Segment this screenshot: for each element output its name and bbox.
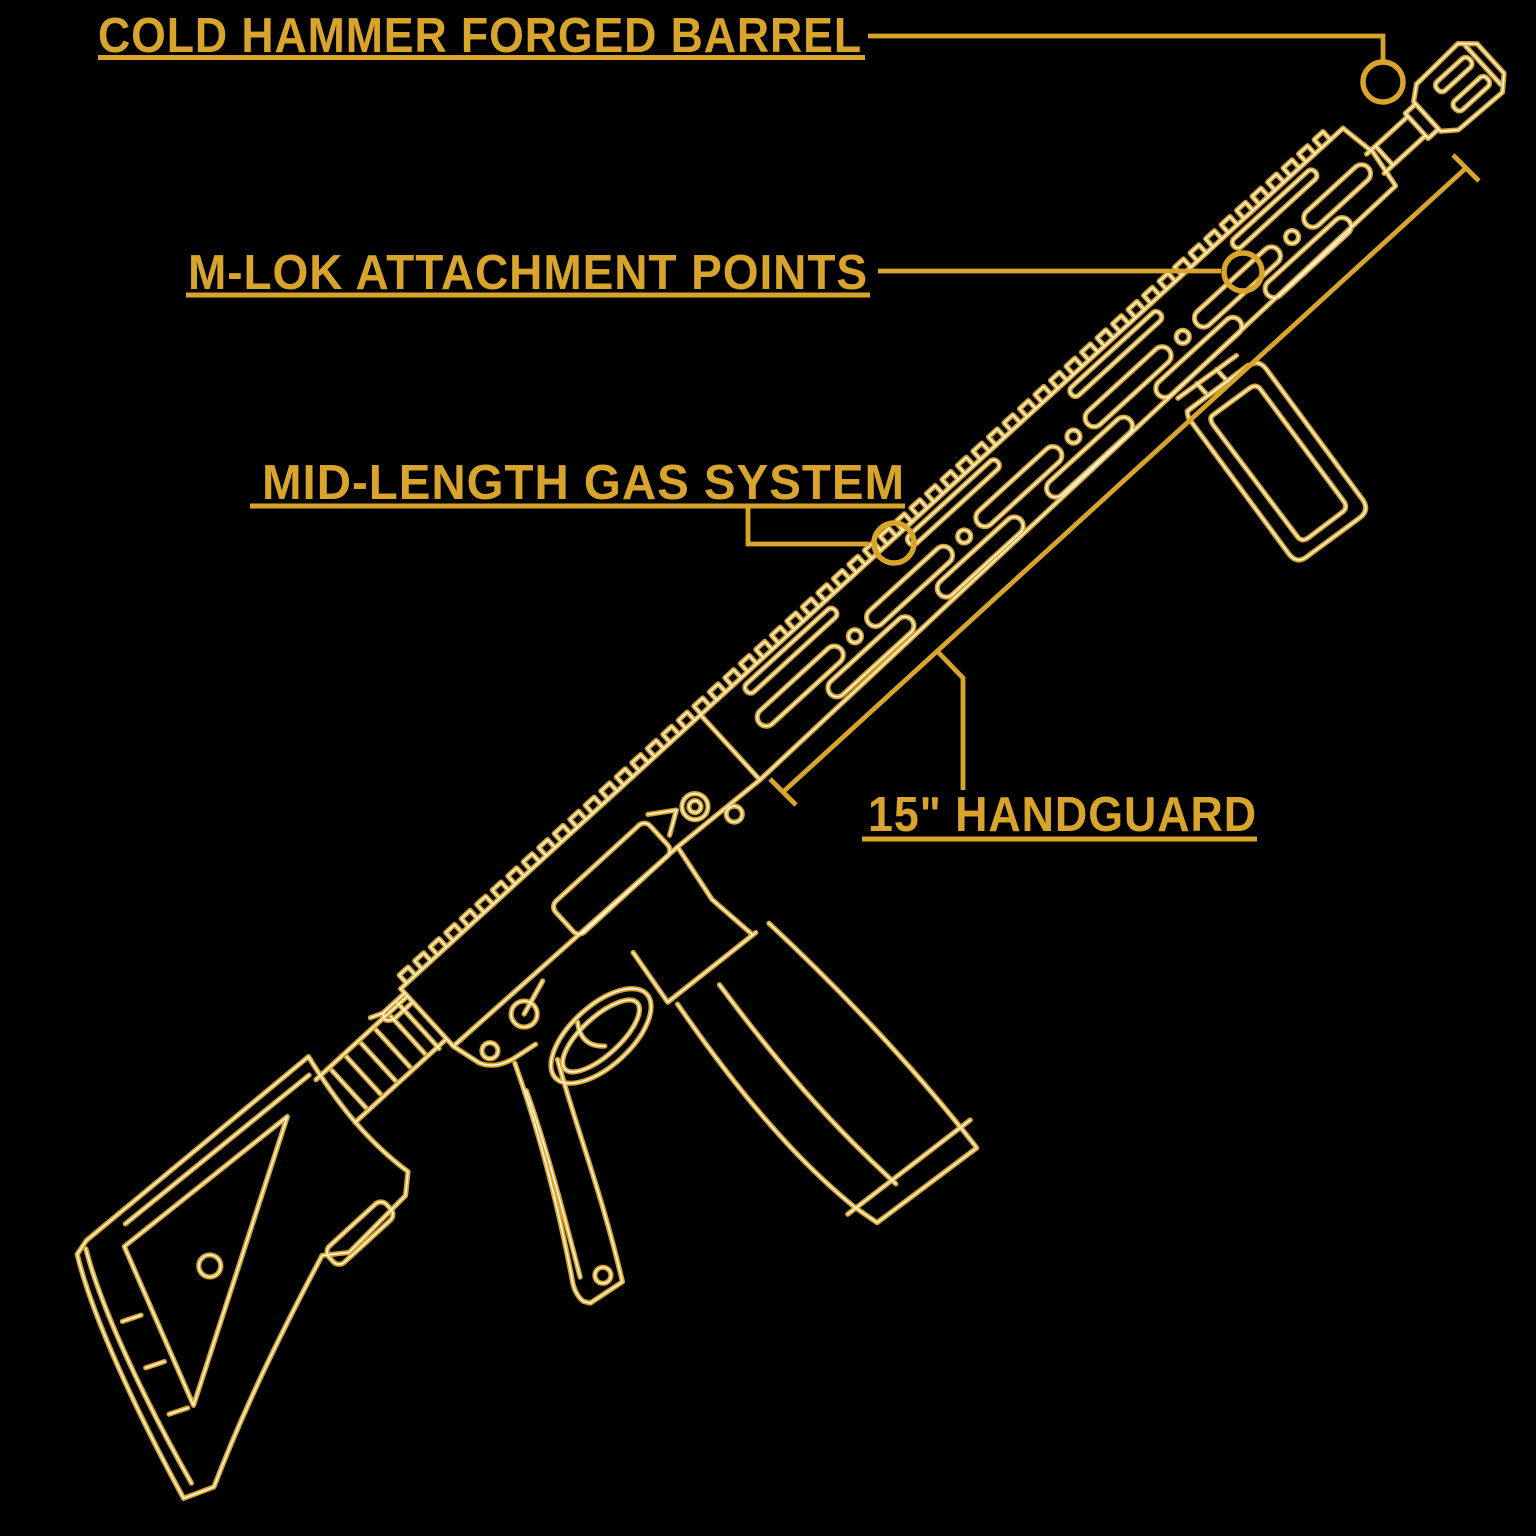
stock-outline xyxy=(74,1054,411,1501)
leader-line-handguard xyxy=(935,649,966,790)
trigger-guard-outer xyxy=(548,986,654,1086)
callout-gas-system: MID-LENGTH GAS SYSTEM xyxy=(250,456,917,566)
flash-hider-outline xyxy=(1410,40,1507,134)
stock-latch xyxy=(324,1199,396,1267)
marker-circle-barrel xyxy=(1360,59,1406,105)
label-15-handguard: 15" HANDGUARD xyxy=(868,788,1257,842)
grip-outline xyxy=(512,1056,626,1306)
trigger-guard-inner xyxy=(560,997,643,1075)
callout-handguard: 15" HANDGUARD xyxy=(768,153,1481,842)
callout-barrel: COLD HAMMER FORGED BARREL xyxy=(98,9,1406,105)
handguard xyxy=(697,125,1399,783)
flash-hider xyxy=(1410,40,1507,134)
rifle-illustration xyxy=(74,40,1507,1501)
magazine xyxy=(674,920,980,1226)
marker-circle-gas-system xyxy=(871,520,917,566)
lower-receiver xyxy=(450,803,759,1086)
callout-mlok: M-LOK ATTACHMENT POINTS xyxy=(186,246,1265,300)
magwell-lines xyxy=(630,844,759,1005)
label-mid-length-gas-system: MID-LENGTH GAS SYSTEM xyxy=(262,456,905,510)
leader-line-gas-system xyxy=(745,508,869,547)
handguard-outline xyxy=(697,125,1399,783)
buttstock xyxy=(74,1054,411,1501)
label-mlok-attachment-points: M-LOK ATTACHMENT POINTS xyxy=(188,246,868,300)
dimension-bracket-handguard xyxy=(768,153,1481,807)
pistol-grip xyxy=(512,1056,626,1306)
marker-circle-mlok xyxy=(1221,250,1265,294)
label-cold-hammer-forged-barrel: COLD HAMMER FORGED BARREL xyxy=(98,9,862,63)
leader-line-barrel xyxy=(868,33,1386,60)
